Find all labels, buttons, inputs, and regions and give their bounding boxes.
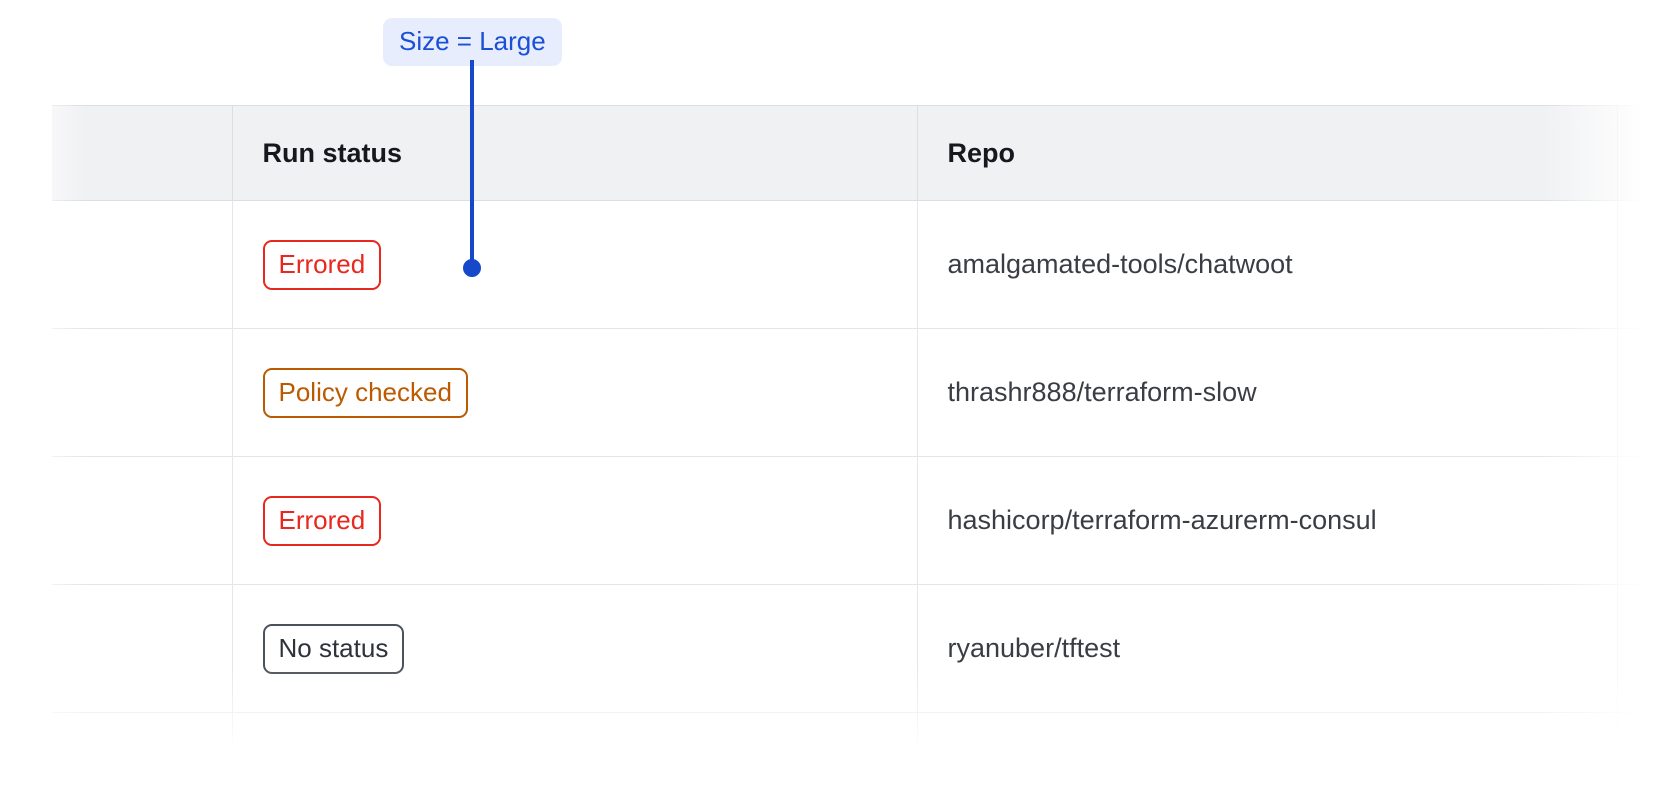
extra-cell (1617, 712, 1672, 788)
table-body: Errored amalgamated-tools/chatwoot Polic… (52, 200, 1672, 788)
runs-table: Run status Repo Errored amalgamated-tool… (52, 105, 1672, 788)
run-status-cell: No status (232, 584, 918, 713)
status-badge[interactable]: Errored (262, 495, 382, 546)
extra-cell (1617, 456, 1672, 585)
repo-cell[interactable]: amalgamated-tools/chatwoot (917, 200, 1618, 329)
extra-cell (1617, 328, 1672, 457)
column-header-extra[interactable] (1617, 105, 1672, 201)
table-header-row: Run status Repo (52, 105, 1672, 201)
column-header-repo[interactable]: Repo (917, 105, 1618, 201)
run-status-cell: No status (232, 712, 918, 788)
table-row[interactable]: Policy checked thrashr888/terraform-slow (52, 328, 1672, 457)
repo-cell[interactable]: thrashr888/terraform-slow (917, 328, 1618, 457)
extra-cell (1617, 200, 1672, 329)
column-header-select[interactable] (52, 105, 233, 201)
run-status-cell: Policy checked (232, 328, 918, 457)
repo-cell[interactable]: ryanuber/tftest (917, 584, 1618, 713)
column-header-run-status[interactable]: Run status (232, 105, 918, 201)
repo-cell[interactable]: hashicorp/terraform-azurerm-consul (917, 456, 1618, 585)
run-status-cell: Errored (232, 200, 918, 329)
status-badge[interactable]: No status (262, 623, 405, 674)
row-select-cell[interactable] (52, 584, 233, 713)
table-row[interactable]: No status ryanuber/tftest (52, 584, 1672, 713)
table-row[interactable]: No status asbrajagopal/random_pet_genera… (52, 712, 1672, 788)
row-select-cell[interactable] (52, 328, 233, 457)
row-select-cell[interactable] (52, 200, 233, 329)
extra-cell (1617, 584, 1672, 713)
table-row[interactable]: Errored hashicorp/terraform-azurerm-cons… (52, 456, 1672, 585)
row-select-cell[interactable] (52, 712, 233, 788)
status-badge[interactable]: Policy checked (262, 367, 468, 418)
table-row[interactable]: Errored amalgamated-tools/chatwoot (52, 200, 1672, 329)
annotation-label: Size = Large (383, 18, 562, 66)
runs-table-container: Run status Repo Errored amalgamated-tool… (0, 105, 1672, 788)
row-select-cell[interactable] (52, 456, 233, 585)
repo-cell[interactable]: asbrajagopal/random_pet_generator (917, 712, 1618, 788)
run-status-cell: Errored (232, 456, 918, 585)
table-header: Run status Repo (52, 105, 1672, 201)
status-badge[interactable]: No status (262, 751, 405, 788)
status-badge[interactable]: Errored (262, 239, 382, 290)
